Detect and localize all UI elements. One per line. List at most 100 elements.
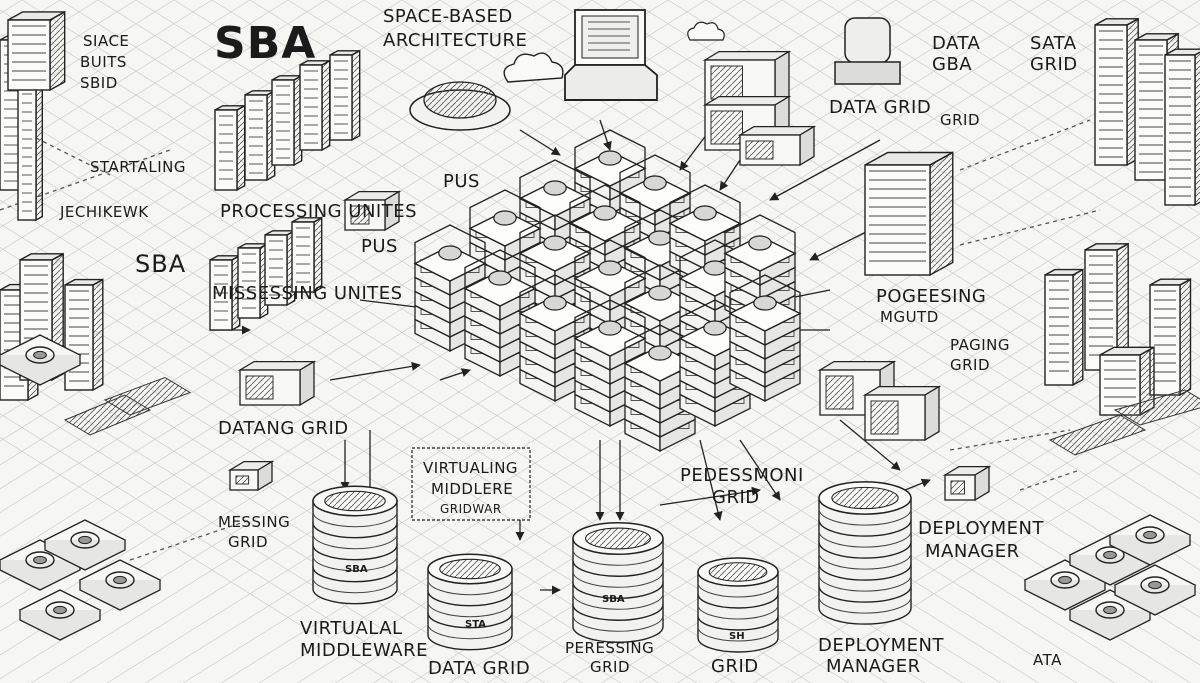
label-ata: ATA xyxy=(1033,651,1062,669)
label-deployment-right-1: DEPLOYMENT xyxy=(918,518,1045,539)
server-rack-icon xyxy=(1164,48,1200,207)
label-data-grid-top: DATA GRID xyxy=(829,97,932,118)
label-data-gba-2: GBA xyxy=(932,54,973,75)
disk-label-2: SBA xyxy=(602,594,625,605)
label-data-gba-1: DATA xyxy=(932,33,981,54)
server-rack-icon xyxy=(237,242,269,320)
database-disk-icon xyxy=(572,522,664,643)
cloud-icon xyxy=(687,21,725,41)
connector-arrow xyxy=(599,119,612,151)
database-disk-icon xyxy=(427,553,513,651)
cloud-icon xyxy=(503,52,564,83)
label-virtualal-2: MIDDLEWARE xyxy=(300,640,428,661)
server-rack-icon xyxy=(834,17,901,85)
label-virtualaing-1: VIRTUALING xyxy=(423,459,519,477)
label-messing: MESSING xyxy=(218,513,291,531)
processing-cube-icon xyxy=(1113,564,1197,616)
connector-arrow xyxy=(659,486,761,506)
laptop-icon xyxy=(564,9,658,101)
label-jechikewk: JECHIKEWK xyxy=(60,203,149,221)
processing-cube-icon xyxy=(78,559,162,611)
label-datang-grid: DATANG GRID xyxy=(218,418,349,439)
database-disk-icon xyxy=(697,557,779,653)
label-mgutd: MGUTD xyxy=(880,308,939,326)
router-icon xyxy=(227,460,275,492)
connector-arrow xyxy=(719,159,741,191)
label-grid-bottom: GRID xyxy=(711,656,759,677)
label-paging-grid: GRID xyxy=(950,356,991,374)
connector-arrow xyxy=(809,229,871,261)
label-missessing-unites: MISSESSING UNITES xyxy=(212,283,403,304)
router-icon xyxy=(862,385,942,442)
label-stace: SIACE xyxy=(83,32,130,50)
disk-label-4: SH xyxy=(729,631,745,642)
processing-cube-icon xyxy=(0,334,82,386)
label-startaling: STARTALING xyxy=(90,158,186,176)
database-disk-icon xyxy=(818,481,912,625)
server-rack-icon xyxy=(291,216,323,294)
connector-arrow xyxy=(839,419,901,471)
processing-cube-icon xyxy=(43,519,127,571)
diagram-title: SBA xyxy=(214,18,317,69)
connector-line xyxy=(959,209,1101,246)
server-rack-icon xyxy=(244,89,276,182)
server-rack-icon xyxy=(1094,17,1139,167)
server-rack-icon xyxy=(329,49,361,142)
label-pus-top: PUS xyxy=(443,171,480,192)
processing-cube-icon xyxy=(413,224,487,353)
label-virtualaing-2: MIDDLERE xyxy=(431,480,514,498)
label-sbid: SBID xyxy=(80,74,118,92)
server-rack-icon xyxy=(299,59,331,152)
label-data-grid-bottom: DATA GRID xyxy=(428,658,531,679)
router-icon xyxy=(342,190,402,232)
diagram-objects xyxy=(0,9,1200,653)
label-grid-top: GRID xyxy=(940,111,981,129)
router-icon xyxy=(237,360,317,407)
server-rack-icon xyxy=(1149,278,1192,397)
server-rack-icon xyxy=(271,74,303,167)
router-icon xyxy=(942,465,992,502)
label-pus-mid: PUS xyxy=(361,236,398,257)
connector-lines xyxy=(0,119,1101,595)
label-peressing-1: PERESSING xyxy=(565,639,655,657)
server-rack-icon xyxy=(64,278,104,392)
grid-panel xyxy=(1113,389,1200,426)
label-processing-unites: PROCESSING UNITES xyxy=(220,201,418,222)
label-virtualal-1: VIRTUALAL xyxy=(300,618,403,639)
router-icon xyxy=(409,81,511,131)
server-rack-icon xyxy=(864,151,954,277)
server-rack-icon xyxy=(209,254,241,332)
label-virtualaing-3: GRIDWAR xyxy=(440,502,502,516)
processing-cube-icon xyxy=(728,274,802,403)
label-deployment-right-2: MANAGER xyxy=(925,541,1020,562)
header-text-1: SPACE-BASED xyxy=(383,6,513,27)
label-sata-grid-2: GRID xyxy=(1030,54,1078,75)
label-pedessmoni: PEDESSMONI xyxy=(680,465,804,486)
grid-panel xyxy=(1048,414,1147,456)
label-pogeesing: POGEESING xyxy=(876,286,987,307)
processing-cube-icon xyxy=(1108,514,1192,566)
grid-panel xyxy=(103,376,192,416)
label-deployment-bottom-2: MANAGER xyxy=(826,656,921,677)
connector-arrow xyxy=(769,139,881,201)
server-rack-icon xyxy=(7,10,66,92)
label-paging: PAGING xyxy=(950,336,1010,354)
label-sba-left: SBA xyxy=(135,250,187,278)
server-rack-icon xyxy=(737,125,817,167)
label-buits: BUITS xyxy=(80,53,127,71)
label-sata-grid-1: SATA xyxy=(1030,33,1077,54)
server-rack-icon xyxy=(1044,268,1084,387)
processing-cube-icon xyxy=(1068,589,1152,641)
connector-arrow xyxy=(519,129,561,156)
connector-line xyxy=(0,149,171,211)
server-rack-icon xyxy=(214,104,246,192)
label-messing-grid: GRID xyxy=(228,533,269,551)
processing-cube-icon xyxy=(18,589,102,641)
header-text-2: ARCHITECTURE xyxy=(383,30,528,51)
disk-label-3: STA xyxy=(465,619,486,630)
connector-arrow xyxy=(739,439,781,501)
connector-arrow xyxy=(439,368,471,381)
label-deployment-bottom-1: DEPLOYMENT xyxy=(818,635,945,656)
